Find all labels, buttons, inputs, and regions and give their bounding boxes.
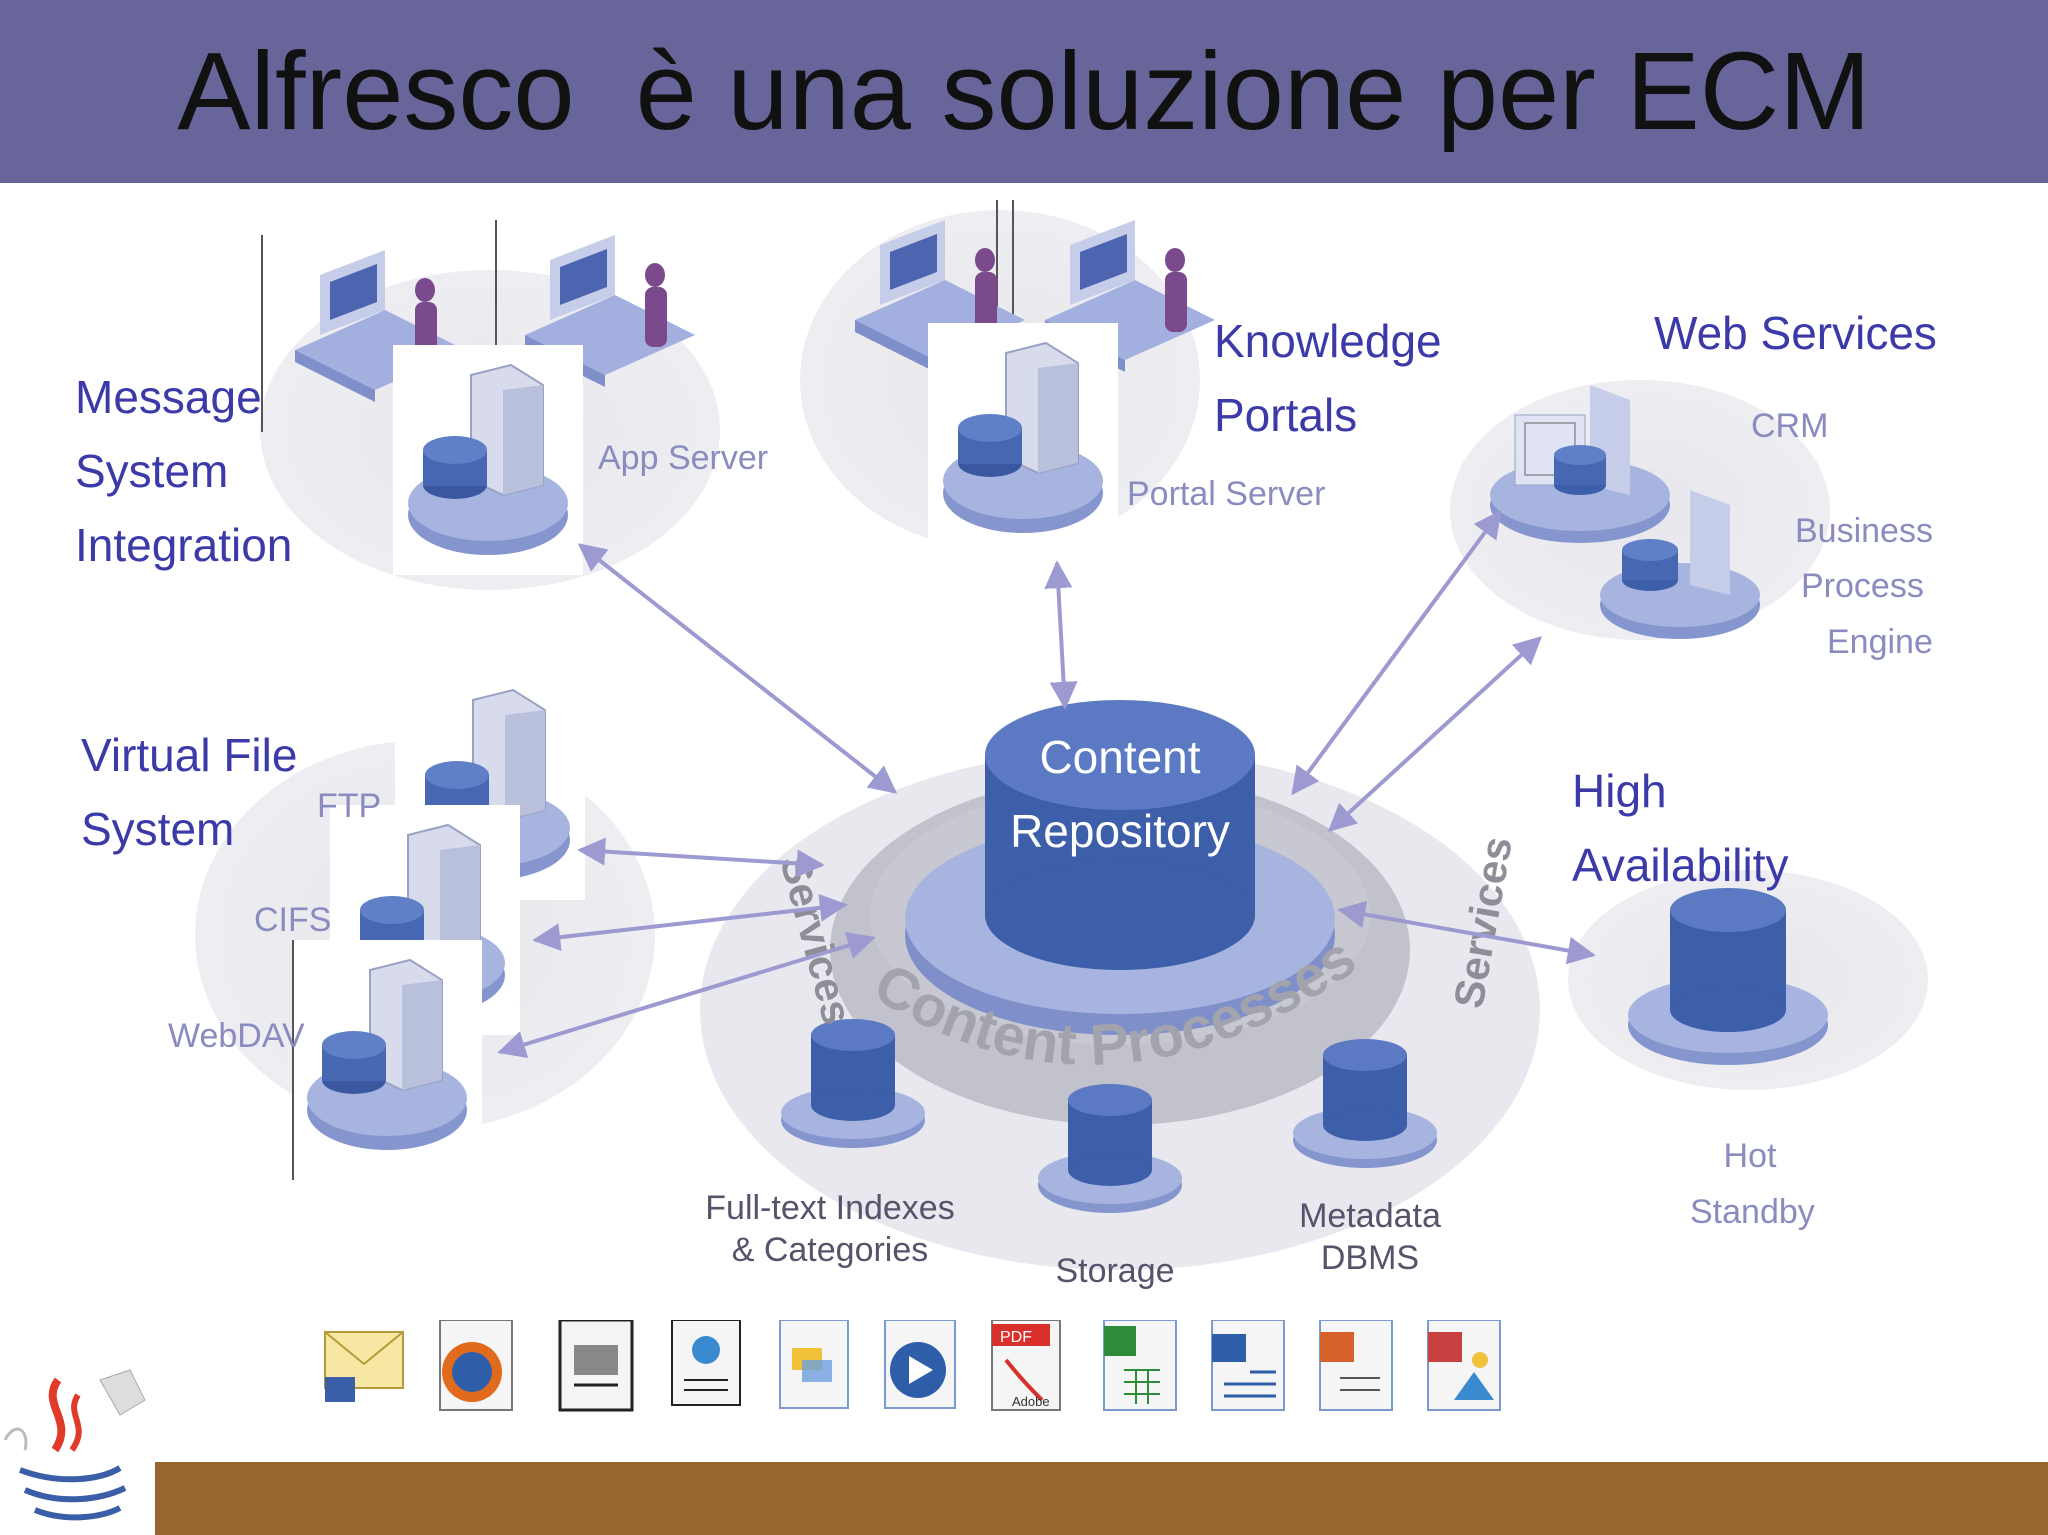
- process-label: Process: [1801, 567, 1924, 605]
- ftp-label: FTP: [317, 787, 382, 825]
- web-services-label: Web Services: [1654, 307, 1937, 359]
- app-server: [392, 344, 584, 576]
- java-logo-icon: [3, 1369, 146, 1521]
- connection-arrows: [497, 509, 1596, 1059]
- pdf-icon: PDF Adobe: [991, 1320, 1061, 1411]
- firefox-icon: [439, 1320, 513, 1411]
- business-label: Business: [1795, 512, 1933, 550]
- storage-label: Storage: [1055, 1252, 1175, 1290]
- title-bar: [0, 0, 2048, 183]
- ha-cylinder: [1628, 888, 1828, 1065]
- cifs-label: CIFS: [254, 901, 332, 939]
- svg-text:Adobe: Adobe: [1012, 1394, 1050, 1409]
- portal-server: [927, 322, 1119, 554]
- content-repository: [905, 700, 1335, 1035]
- media-player-icon: [884, 1320, 956, 1409]
- engine-label: Engine: [1827, 623, 1933, 661]
- file-type-icons: PDF Adobe: [324, 1320, 1501, 1412]
- ecm-architecture-diagram: Content Processes Services Services: [195, 200, 1928, 1270]
- crm-label: CRM: [1751, 407, 1829, 445]
- app-server-label: App Server: [598, 439, 769, 477]
- powerpoint-icon: [1319, 1320, 1393, 1411]
- excel-icon: [1103, 1320, 1177, 1411]
- fulltext-indexes-label: Full-text Indexes& Categories: [705, 1189, 955, 1269]
- email-icon: [324, 1331, 404, 1402]
- crm-server: [1490, 385, 1670, 543]
- svg-text:PDF: PDF: [1000, 1329, 1032, 1346]
- presentation-icon: [779, 1320, 849, 1409]
- slide-title: Alfresco è una soluzione per ECM: [177, 30, 1871, 153]
- footer-bar: [155, 1462, 2048, 1535]
- bpe-server: [1600, 490, 1760, 639]
- word-icon: [1211, 1320, 1285, 1411]
- webdav-label: WebDAV: [168, 1017, 305, 1055]
- portal-server-label: Portal Server: [1127, 475, 1326, 513]
- web-page-icon: [671, 1320, 741, 1406]
- scanned-doc-icon: [558, 1320, 634, 1412]
- webdav-server: [291, 939, 483, 1171]
- image-icon: [1427, 1320, 1501, 1411]
